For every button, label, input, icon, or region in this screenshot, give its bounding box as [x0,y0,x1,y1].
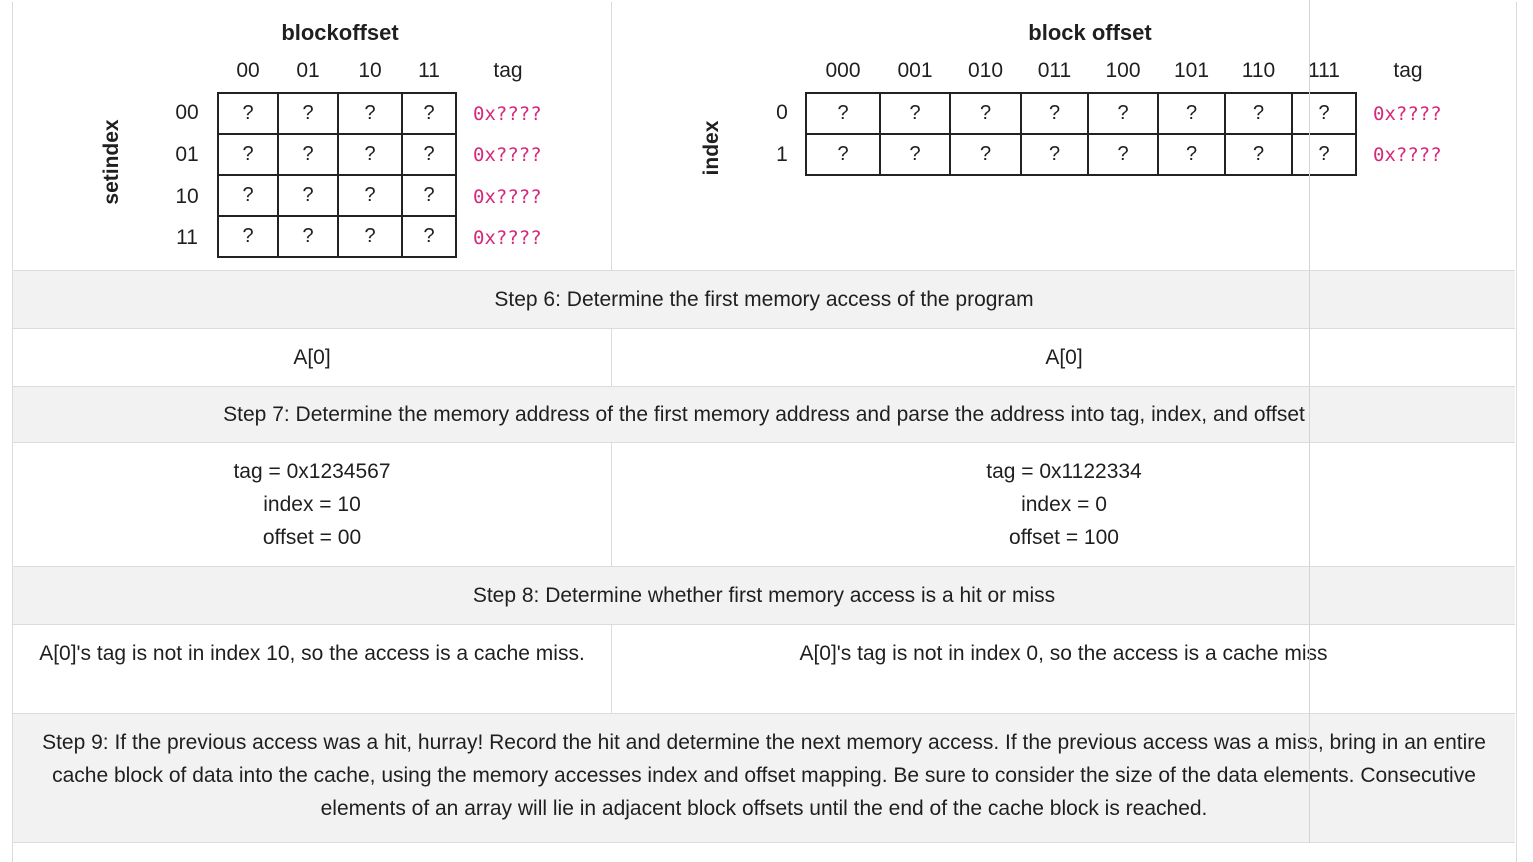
step8-right-answer: A[0]'s tag is not in index 0, so the acc… [611,625,1515,713]
step8-left-answer: A[0]'s tag is not in index 10, so the ac… [13,625,611,713]
right-offset: 100 [1105,59,1141,82]
cache-cell: ? [401,133,457,176]
left-tag-value: 0x???? [473,103,542,125]
left-offset-10: 10 [358,59,382,82]
step9-row: Step 9: If the previous access was a hit… [13,713,1515,843]
right-tag-line: tag = 0x1122334 [986,460,1142,483]
left-tag-header: tag [493,59,523,82]
cache-cell: ? [217,133,279,176]
overlay-guide-line [1309,0,1310,843]
step7-row: Step 7: Determine the memory address of … [13,386,1515,442]
step8-right-text: A[0]'s tag is not in index 0, so the acc… [799,642,1328,665]
left-set-index-label: setindex [100,119,123,205]
cache-cell: ? [277,215,339,258]
step8-text: Step 8: Determine whether first memory a… [472,584,1056,607]
cache-cell: ? [805,92,881,135]
step6-row: Step 6: Determine the first memory acces… [13,270,1515,328]
cache-cell: ? [879,92,951,135]
cache-cell: ? [217,215,279,258]
left-index-01: 01 [175,143,199,166]
cache-cell: ? [1020,92,1089,135]
left-offset-11: 11 [418,59,440,82]
cache-cell: ? [949,133,1022,176]
right-index-0: 0 [776,101,788,124]
cache-cell: ? [337,174,403,217]
column-divider [611,2,612,270]
cache-cell: ? [277,174,339,217]
right-offset: 011 [1037,59,1072,82]
right-offset: 010 [967,59,1004,82]
step9-text: Step 9: If the previous access was a hit… [13,714,1515,842]
cache-row: ? ? ? ? [217,133,457,176]
cache-row: ? ? ? ? ? ? ? ? [805,92,1357,135]
cache-cell: ? [1087,133,1159,176]
cache-cell: ? [1291,133,1357,176]
right-offset: 111 [1308,59,1340,82]
cache-row: ? ? ? ? [217,215,457,258]
step7-right-answer: tag = 0x1122334 index = 0 offset = 100 [611,443,1516,566]
left-index-line: index = 10 [263,493,361,516]
step8-answer-row: A[0]'s tag is not in index 10, so the ac… [13,624,1515,713]
right-index-line: index = 0 [1021,493,1107,516]
right-tag-value: 0x???? [1373,103,1442,125]
right-cache-grid: ? ? ? ? ? ? ? ? ? ? ? ? ? ? ? ? [805,92,1357,176]
right-offset: 001 [897,59,933,82]
left-tag-value: 0x???? [473,144,542,166]
step9-paragraph: Step 9: If the previous access was a hit… [42,731,1486,820]
left-offset-line: offset = 00 [262,526,362,549]
left-cache-grid: ? ? ? ? ? ? ? ? ? ? ? ? ? ? ? ? [217,92,457,258]
cache-cell: ? [805,133,881,176]
cache-cell: ? [1157,92,1226,135]
cache-cell: ? [879,133,951,176]
left-index-00: 00 [175,101,199,124]
cache-cell: ? [337,215,403,258]
cache-cell: ? [949,92,1022,135]
step7-left-answer: tag = 0x1234567 index = 10 offset = 00 [13,443,611,566]
right-index-label: index [700,120,723,176]
right-offset-line: offset = 100 [1009,526,1119,549]
left-block-offset-title: blockoffset [281,20,399,45]
left-tag-line: tag = 0x1234567 [233,460,391,483]
left-index-10: 10 [175,185,199,208]
cache-cell: ? [401,174,457,217]
step8-left-text: A[0]'s tag is not in index 10, so the ac… [39,642,585,665]
content-frame [12,2,1517,862]
step6-right-answer: A[0] [611,329,1516,386]
right-offset: 101 [1173,59,1210,82]
right-index-1: 1 [776,143,788,166]
step6-answer-row: A[0] A[0] [13,328,1515,386]
cache-cell: ? [401,92,457,135]
right-tag-header: tag [1393,59,1423,82]
cache-cell: ? [277,92,339,135]
cache-cell: ? [1224,92,1293,135]
cache-row: ? ? ? ? [217,174,457,217]
right-offset: 110 [1241,59,1276,82]
left-tag-value: 0x???? [473,227,542,249]
cache-cell: ? [401,215,457,258]
step7-text: Step 7: Determine the memory address of … [223,403,1305,426]
step6-text: Step 6: Determine the first memory acces… [494,288,1034,311]
right-offset: 000 [825,59,861,82]
cache-cell: ? [1020,133,1089,176]
right-tag-value: 0x???? [1373,144,1442,166]
left-offset-01: 01 [296,59,320,82]
step6-left-answer: A[0] [293,346,331,369]
left-offset-00: 00 [236,59,260,82]
cache-row: ? ? ? ? ? ? ? ? [805,133,1357,176]
cache-cell: ? [1224,133,1293,176]
cache-cell: ? [1157,133,1226,176]
step7-answer-row: tag = 0x1234567 index = 10 offset = 00 t… [13,442,1515,566]
left-index-11: 11 [176,226,198,249]
right-block-offset-title: block offset [1028,20,1152,45]
cache-cell: ? [277,133,339,176]
cache-cell: ? [1087,92,1159,135]
cache-cell: ? [217,92,279,135]
cache-row: ? ? ? ? [217,92,457,135]
cache-cell: ? [1291,92,1357,135]
step8-row: Step 8: Determine whether first memory a… [13,566,1515,624]
cache-cell: ? [337,92,403,135]
left-tag-value: 0x???? [473,186,542,208]
cache-cell: ? [337,133,403,176]
cache-cell: ? [217,174,279,217]
